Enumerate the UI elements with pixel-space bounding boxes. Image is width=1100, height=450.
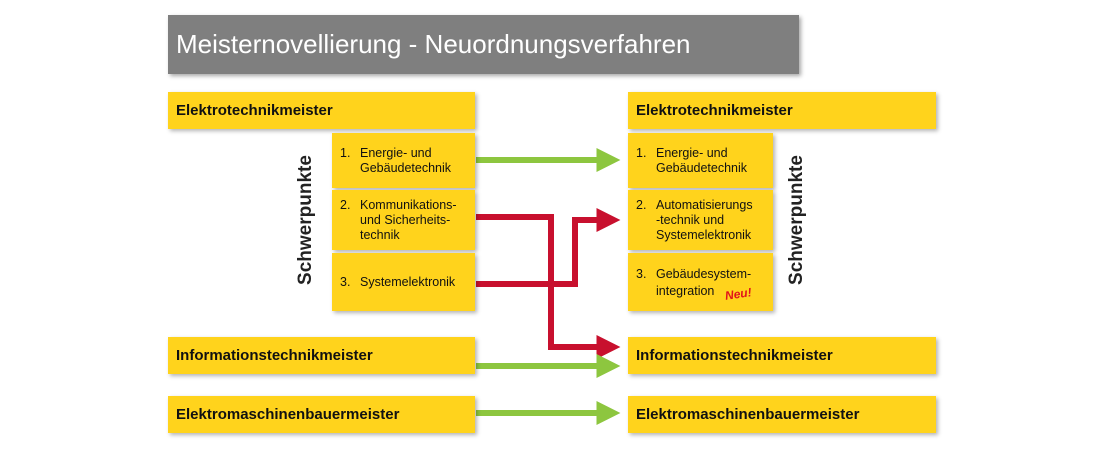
right-header-elektromaschinenbauermeister-label: Elektromaschinenbauermeister	[636, 406, 860, 423]
left-item-1-num: 1.	[340, 146, 351, 160]
left-item-2-line-1: Kommunikations-	[360, 198, 457, 212]
left-item-2-line-2: und Sicherheits-	[360, 213, 451, 227]
right-item-2-line-2: -technik und	[656, 213, 725, 227]
left-schwerpunkte-label: Schwerpunkte	[295, 155, 316, 285]
right-header-informationstechnikmeister-label: Informationstechnikmeister	[636, 347, 833, 364]
left-item-3: 3. Systemelektronik	[332, 253, 475, 311]
right-item-1-num: 1.	[636, 146, 647, 160]
left-header-informationstechnikmeister-label: Informationstechnikmeister	[176, 347, 373, 364]
left-item-1: 1. Energie- und Gebäudetechnik	[332, 133, 475, 188]
title-bar: Meisternovellierung - Neuordnungsverfahr…	[168, 15, 799, 74]
left-item-3-num: 3.	[340, 275, 351, 289]
left-header-elektromaschinenbauermeister-label: Elektromaschinenbauermeister	[176, 406, 400, 423]
left-header-elektromaschinenbauermeister: Elektromaschinenbauermeister	[168, 396, 475, 433]
right-header-elektrotechnikmeister: Elektrotechnikmeister	[628, 92, 936, 129]
left-item-2: 2. Kommunikations- und Sicherheits- tech…	[332, 190, 475, 250]
right-item-1: 1. Energie- und Gebäudetechnik	[628, 133, 773, 188]
left-item-2-num: 2.	[340, 198, 351, 212]
right-item-2-line-3: Systemelektronik	[656, 228, 752, 242]
right-schwerpunkte-label: Schwerpunkte	[786, 155, 807, 285]
left-header-elektrotechnikmeister-label: Elektrotechnikmeister	[176, 102, 333, 119]
right-item-2: 2. Automatisierungs -technik und Systeme…	[628, 190, 773, 250]
new-badge: Neu!	[724, 285, 753, 303]
left-header-elektrotechnikmeister: Elektrotechnikmeister	[168, 92, 475, 129]
right-item-3-line-1: Gebäudesystem-	[656, 267, 752, 281]
left-item-3-line-1: Systemelektronik	[360, 275, 456, 289]
left-item-2-line-3: technik	[360, 228, 400, 242]
right-item-3-line-2: integration	[656, 284, 715, 298]
right-item-3: 3. Gebäudesystem- integration Neu!	[628, 253, 773, 311]
right-item-2-num: 2.	[636, 198, 647, 212]
right-item-2-line-1: Automatisierungs	[656, 198, 753, 212]
arrow-systemelektronik-to-automatisierung	[476, 208, 621, 287]
right-item-3-num: 3.	[636, 267, 647, 281]
right-header-elektromaschinenbauermeister: Elektromaschinenbauermeister	[628, 396, 936, 433]
left-item-1-line-2: Gebäudetechnik	[360, 161, 452, 175]
left-header-informationstechnikmeister: Informationstechnikmeister	[168, 337, 475, 374]
right-item-1-line-2: Gebäudetechnik	[656, 161, 748, 175]
right-header-informationstechnikmeister: Informationstechnikmeister	[628, 337, 936, 374]
page-title: Meisternovellierung - Neuordnungsverfahr…	[176, 29, 691, 59]
right-item-1-line-1: Energie- und	[656, 146, 728, 160]
right-header-elektrotechnikmeister-label: Elektrotechnikmeister	[636, 102, 793, 119]
left-item-1-line-1: Energie- und	[360, 146, 432, 160]
